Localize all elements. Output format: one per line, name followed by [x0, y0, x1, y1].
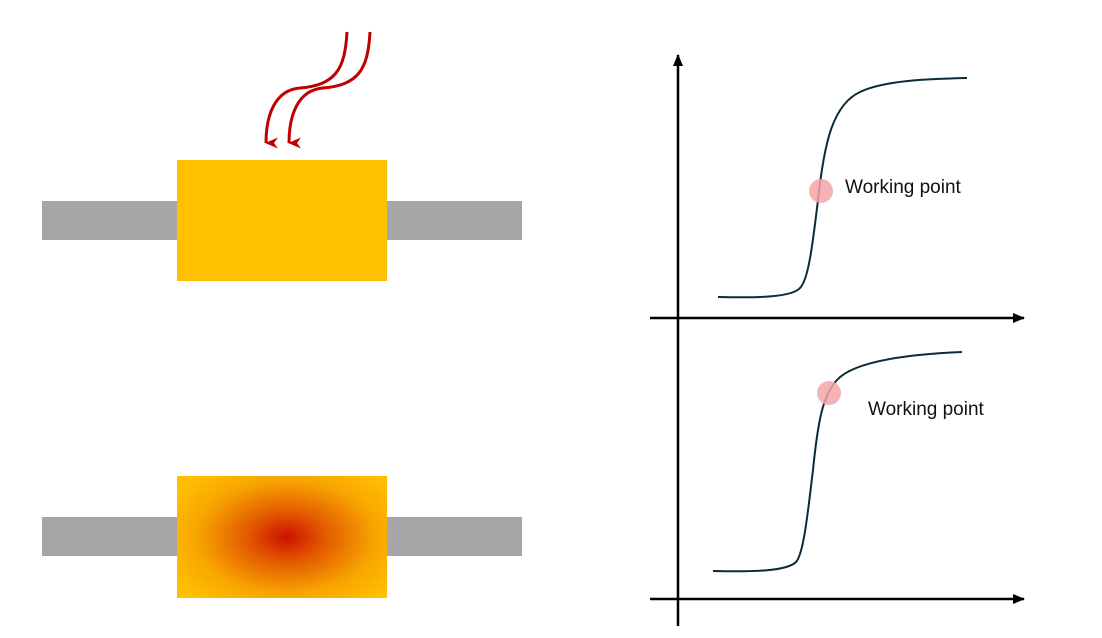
working-point-marker-top	[809, 179, 833, 203]
rod-left-top	[42, 201, 178, 240]
working-point-label-top: Working point	[845, 177, 961, 198]
rod-right-top	[386, 201, 522, 240]
heat-arrow-2	[287, 31, 372, 149]
heat-input-arrows	[264, 31, 372, 149]
working-point-label-bottom: Working point	[868, 399, 984, 420]
block-bottom-heated	[177, 476, 387, 598]
working-point-marker-bottom	[817, 381, 841, 405]
block-top	[177, 160, 387, 281]
response-curve-bottom	[712, 351, 963, 573]
rod-left-bottom	[42, 517, 178, 556]
heat-arrow-1	[264, 31, 349, 149]
rod-right-bottom	[386, 517, 522, 556]
